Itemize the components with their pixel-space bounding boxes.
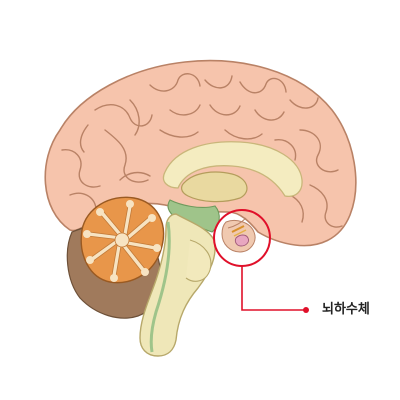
cerebellum xyxy=(80,196,165,284)
pituitary-label: 뇌하수체 xyxy=(322,302,370,317)
pituitary-region xyxy=(221,217,256,253)
corpus-callosum xyxy=(162,141,303,198)
central-canal xyxy=(149,221,171,353)
pons xyxy=(185,239,212,282)
callout-dot xyxy=(303,307,309,313)
pituitary-gland xyxy=(234,234,249,247)
callout-leader-line xyxy=(241,266,306,311)
ventricle xyxy=(167,199,220,233)
thalamus xyxy=(181,171,248,203)
